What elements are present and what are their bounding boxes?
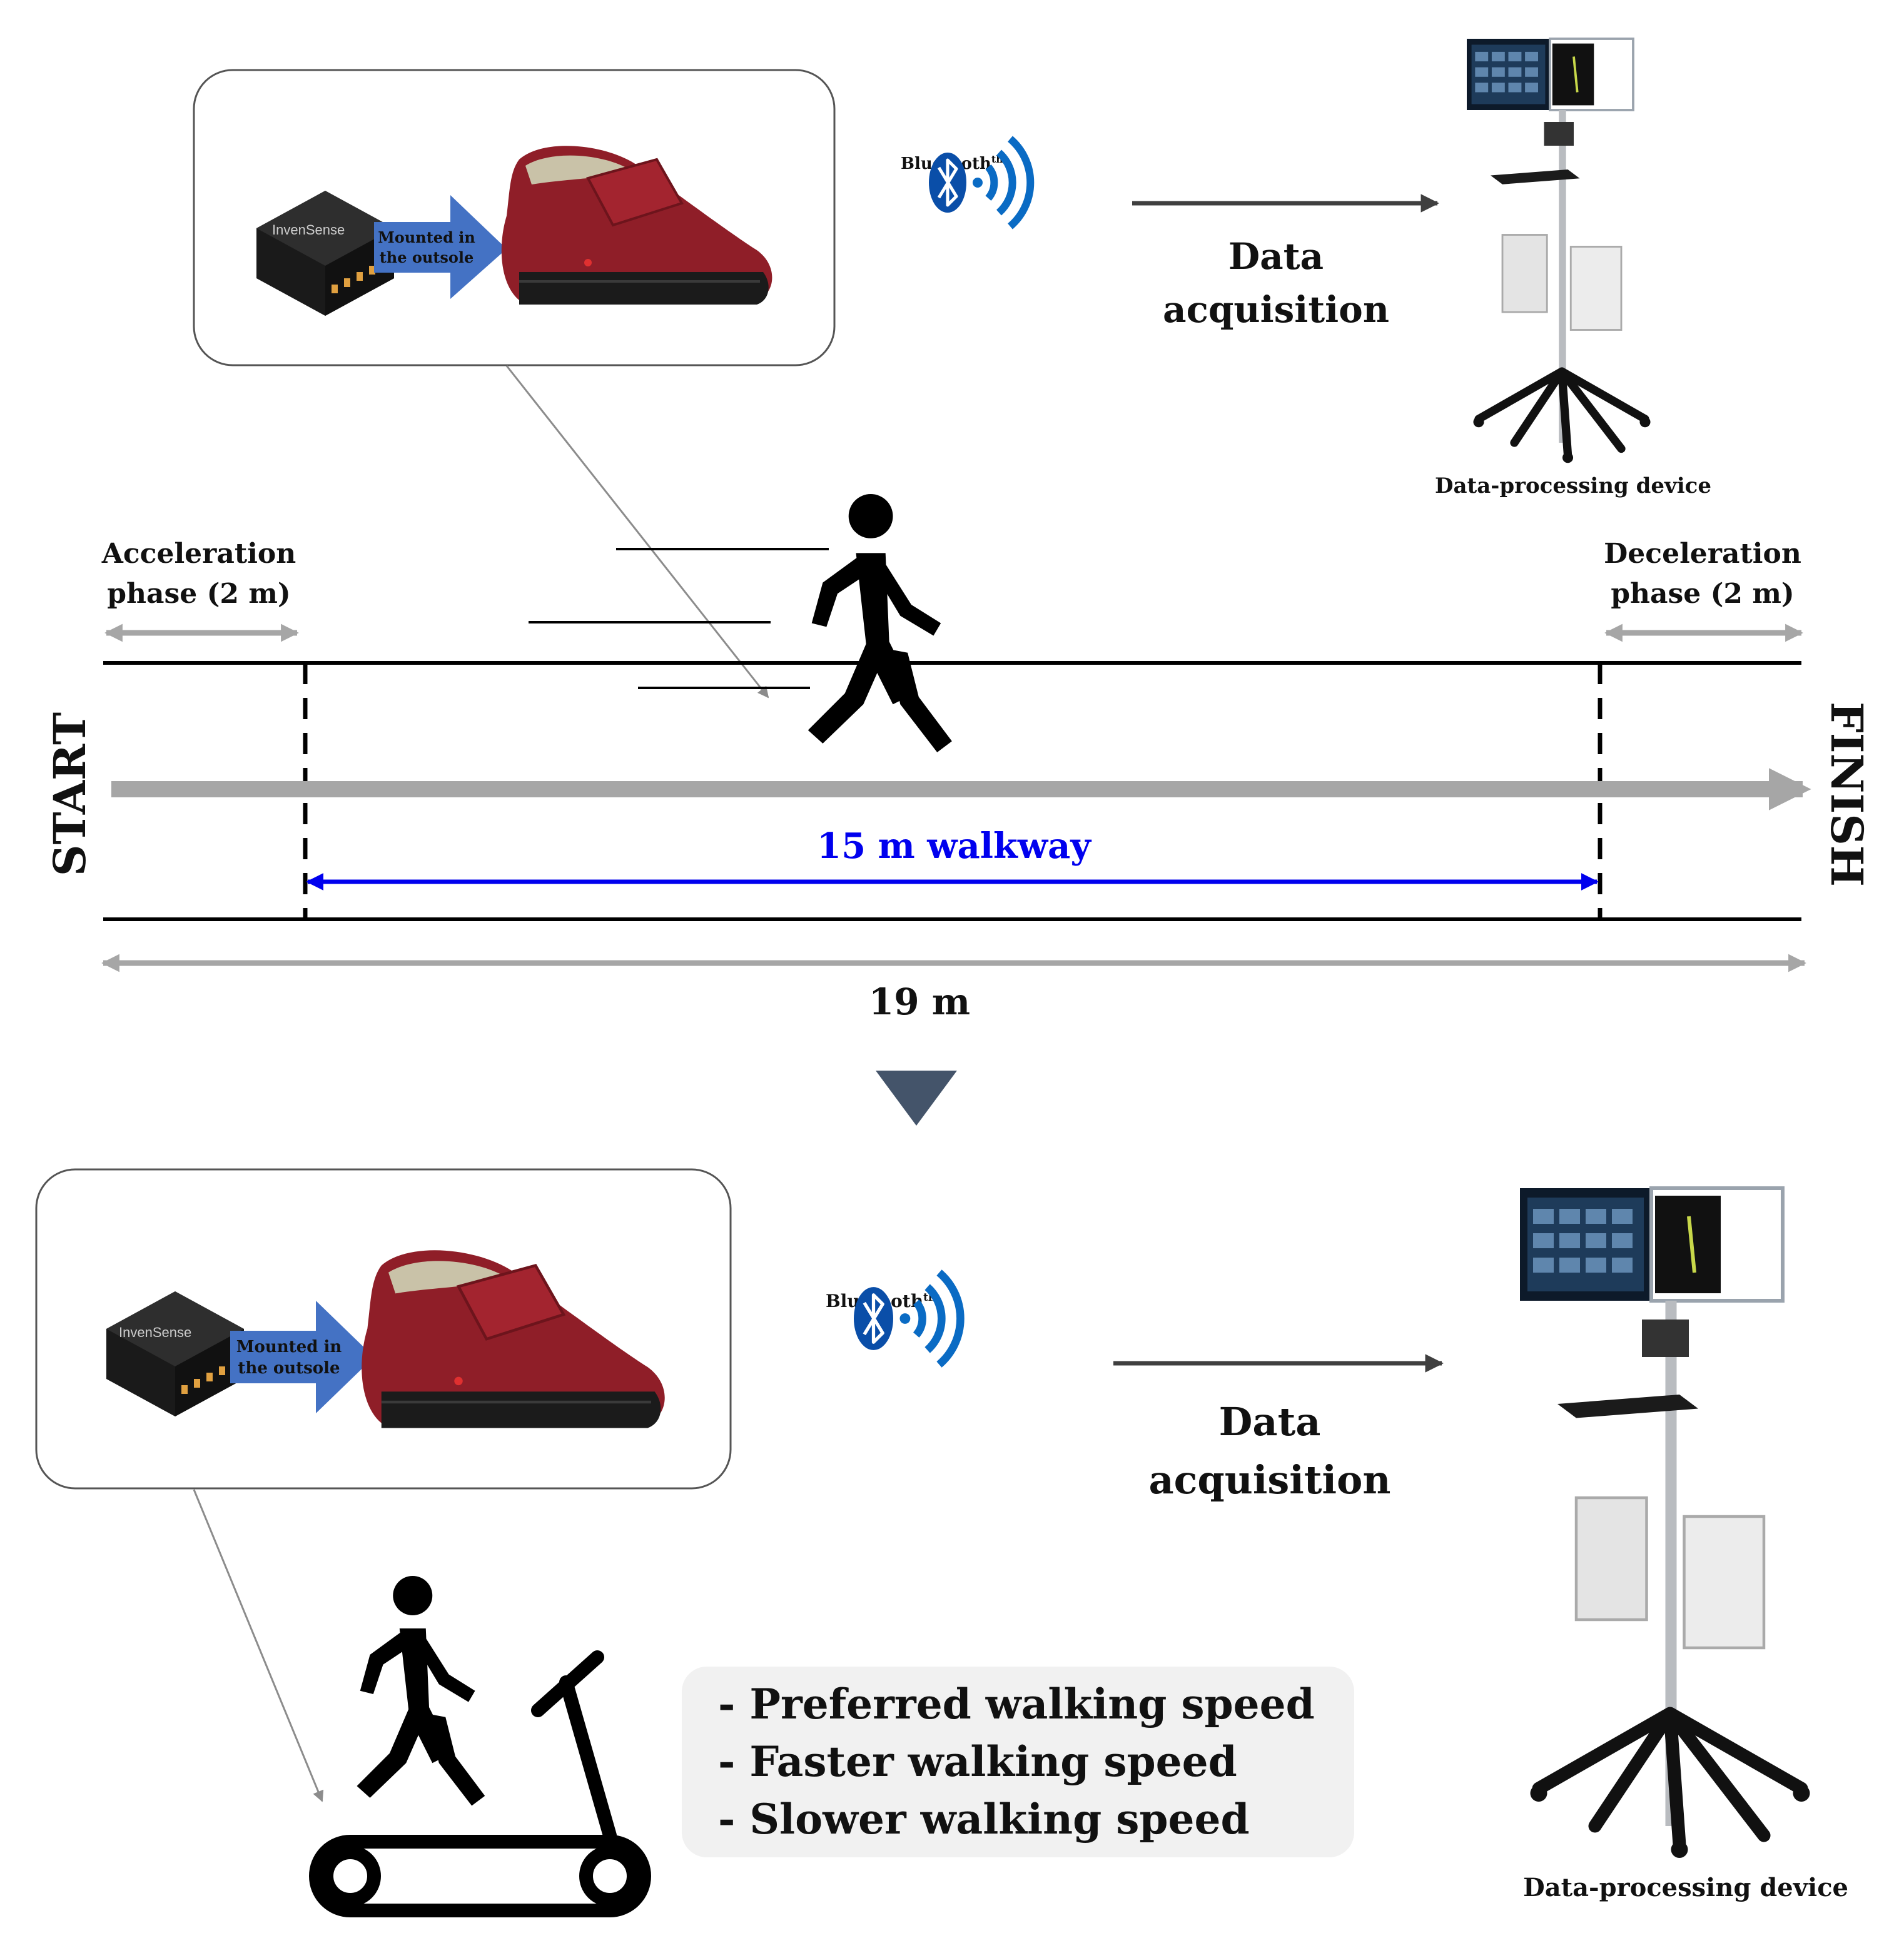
computer-cart-icon-top xyxy=(1467,39,1651,463)
deceleration-label-line2: phase (2 m) xyxy=(1611,578,1794,610)
bluetooth-icon-top xyxy=(929,139,1030,226)
treadmill-walker-icon xyxy=(309,1576,651,1917)
acquisition-line2-top: acquisition xyxy=(1163,288,1389,331)
speed-condition-preferred: - Preferred walking speed xyxy=(718,1680,1315,1728)
device-label-bottom: Data-processing device xyxy=(1523,1873,1848,1902)
total-length-label: 19 m xyxy=(869,981,970,1023)
walking-person-icon xyxy=(808,494,952,752)
acceleration-label-line2: phase (2 m) xyxy=(107,578,290,610)
mount-arrow-top: Mounted in the outsole xyxy=(374,195,507,299)
speed-conditions-box xyxy=(682,1667,1354,1857)
acquisition-line2-bottom: acquisition xyxy=(1149,1457,1391,1503)
computer-cart-icon-bottom xyxy=(1520,1188,1810,1858)
callout-pointer-bottom xyxy=(193,1489,324,1802)
finish-label: FINISH xyxy=(1821,702,1873,887)
acquisition-line1-bottom: Data xyxy=(1219,1399,1321,1445)
sensor-tag-line1-top: Mounted in xyxy=(378,228,475,246)
sensor-brand-bottom: InvenSense xyxy=(119,1325,191,1340)
mount-arrow-bottom: Mounted in the outsole xyxy=(230,1301,374,1413)
sensor-tag-line2-top: the outsole xyxy=(380,248,474,266)
deceleration-label-line1: Deceleration xyxy=(1604,538,1801,570)
section-divider-triangle xyxy=(876,1071,957,1126)
acceleration-label-line1: Acceleration xyxy=(101,538,296,570)
start-label: START xyxy=(44,712,96,876)
device-label-top: Data-processing device xyxy=(1435,473,1711,498)
sensor-brand-top: InvenSense xyxy=(272,222,345,238)
bluetooth-icon-bottom xyxy=(854,1273,960,1365)
speed-condition-slower: - Slower walking speed xyxy=(718,1795,1250,1844)
acquisition-line1-top: Data xyxy=(1228,235,1324,278)
callout-pointer-top xyxy=(505,365,769,699)
sensor-tag-line2-bottom: the outsole xyxy=(238,1359,340,1378)
walkway-length-label: 15 m walkway xyxy=(817,825,1091,867)
speed-condition-faster: - Faster walking speed xyxy=(718,1737,1237,1786)
sensor-tag-line1-bottom: Mounted in xyxy=(236,1338,342,1356)
